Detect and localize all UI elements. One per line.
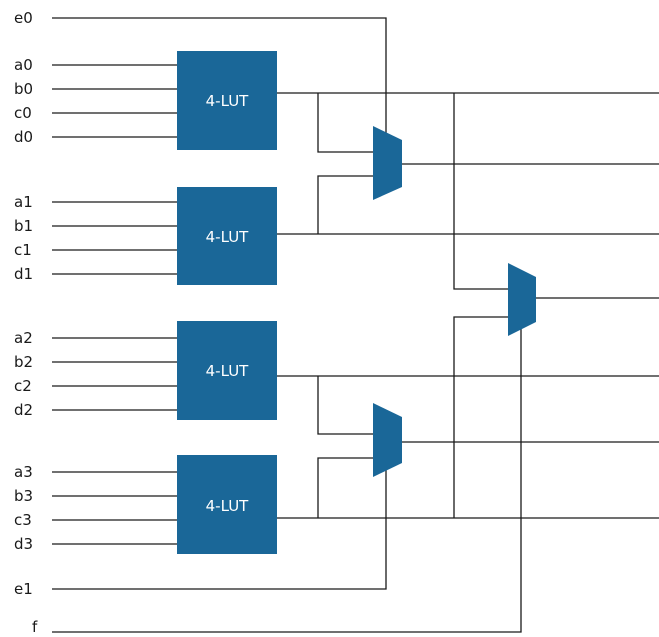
- lut-block-3: 4-LUT: [177, 455, 277, 554]
- lut-label-3: 4-LUT: [206, 497, 250, 515]
- wire-e1: [52, 465, 387, 590]
- signal-label-c1: c1: [14, 241, 32, 259]
- signal-label-c3: c3: [14, 511, 32, 529]
- lut-block-2: 4-LUT: [177, 321, 277, 420]
- signal-label-a2: a2: [14, 329, 33, 347]
- wire-lut3-to-mux-bottom: [317, 457, 373, 518]
- lut-block-1: 4-LUT: [177, 187, 277, 285]
- lut-label-1: 4-LUT: [206, 228, 250, 246]
- signal-label-a3: a3: [14, 463, 33, 481]
- wire-lut1-to-mux-top: [317, 175, 373, 234]
- signal-label-e0: e0: [14, 9, 33, 27]
- lut-block-0: 4-LUT: [177, 51, 277, 150]
- signal-label-c0: c0: [14, 104, 32, 122]
- signal-label-d2: d2: [14, 401, 33, 419]
- signal-label-a0: a0: [14, 56, 33, 74]
- signal-label-c2: c2: [14, 377, 32, 395]
- signal-label-d3: d3: [14, 535, 33, 553]
- wire-f: [52, 328, 522, 633]
- signal-label-d1: d1: [14, 265, 33, 283]
- signal-label-f: f: [32, 618, 38, 636]
- signal-label-b0: b0: [14, 80, 33, 98]
- signal-label-a1: a1: [14, 193, 33, 211]
- wire-e0: [52, 17, 387, 138]
- wire-lut0-to-mux-top: [317, 93, 373, 153]
- wire-to-mux-final-b: [453, 316, 508, 518]
- mux-top: [373, 126, 402, 200]
- mux-final: [508, 263, 536, 336]
- lut-label-2: 4-LUT: [206, 362, 250, 380]
- signal-label-b2: b2: [14, 353, 33, 371]
- wire-lut2-to-mux-bottom: [317, 376, 373, 435]
- mux-bottom: [373, 403, 402, 477]
- wire-to-mux-final-a: [453, 93, 508, 290]
- signal-label-e1: e1: [14, 580, 33, 598]
- signal-label-b3: b3: [14, 487, 33, 505]
- signal-label-d0: d0: [14, 128, 33, 146]
- signal-label-b1: b1: [14, 217, 33, 235]
- lut-label-0: 4-LUT: [206, 92, 250, 110]
